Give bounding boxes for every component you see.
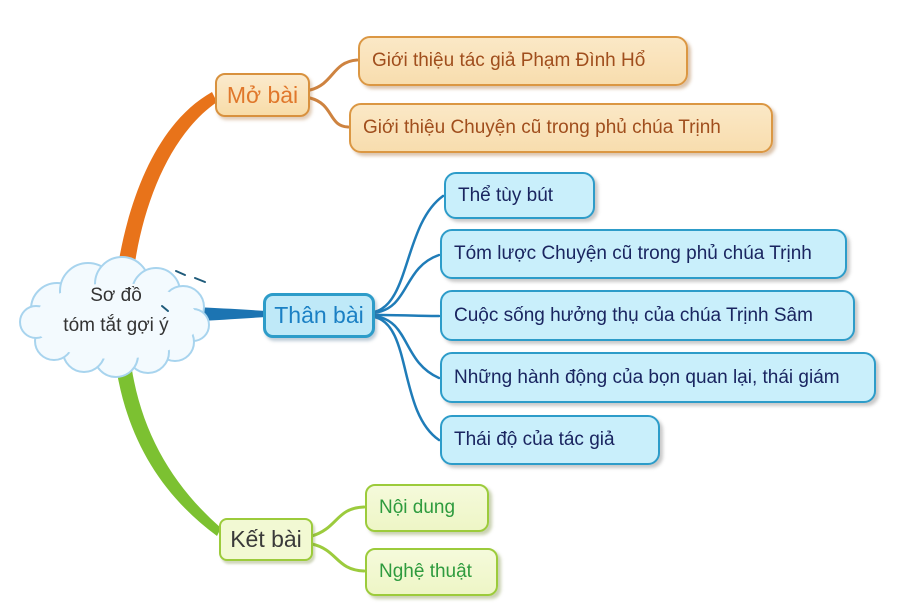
topic-box-than-bai-child-3: Cuộc sống hưởng thụ của chúa Trịnh Sâm (440, 290, 855, 341)
branch-node-mo-bai: Mở bài (215, 73, 310, 117)
topic-box-ket-bai-child-1: Nội dung (365, 484, 489, 532)
center-topic-label: Sơ đồ tóm tắt gợi ý (36, 281, 196, 342)
topic-box-mo-bai-child-2: Giới thiệu Chuyện cũ trong phủ chúa Trịn… (349, 103, 773, 153)
connector-than-bai-child-2 (372, 253, 441, 315)
topic-box-ket-bai-child-2: Nghệ thuật (365, 548, 498, 596)
connector-than-bai-child-3 (372, 313, 441, 318)
topic-box-than-bai-child-4: Những hành động của bọn quan lại, thái g… (440, 352, 876, 403)
topic-box-than-bai-child-5: Thái độ của tác giả (440, 415, 660, 465)
branch-node-ket-bai: Kết bài (219, 518, 313, 561)
connector-mo-bai-child-1 (308, 58, 359, 92)
topic-box-mo-bai-child-1: Giới thiệu tác giả Phạm Đình Hổ (358, 36, 688, 86)
scribble-mark (161, 270, 206, 312)
connector-ket-bai-child-2 (310, 542, 366, 573)
connector-than-bai-child-5 (372, 315, 441, 442)
connector-than-bai-child-4 (372, 314, 441, 380)
topic-box-than-bai-child-1: Thể tùy bút (444, 172, 595, 219)
center-cloud (19, 256, 210, 378)
center-topic-line1: Sơ đồ (90, 285, 142, 306)
connector-than-bai-child-1 (372, 194, 445, 314)
topic-box-than-bai-child-2: Tóm lược Chuyện cũ trong phủ chúa Trịnh (440, 229, 847, 279)
branch-node-than-bai: Thân bài (263, 293, 375, 338)
center-topic-line2: tóm tắt gợi ý (63, 315, 169, 337)
connector-ket-bai-child-1 (310, 505, 366, 538)
connector-mo-bai-child-2 (308, 96, 350, 129)
